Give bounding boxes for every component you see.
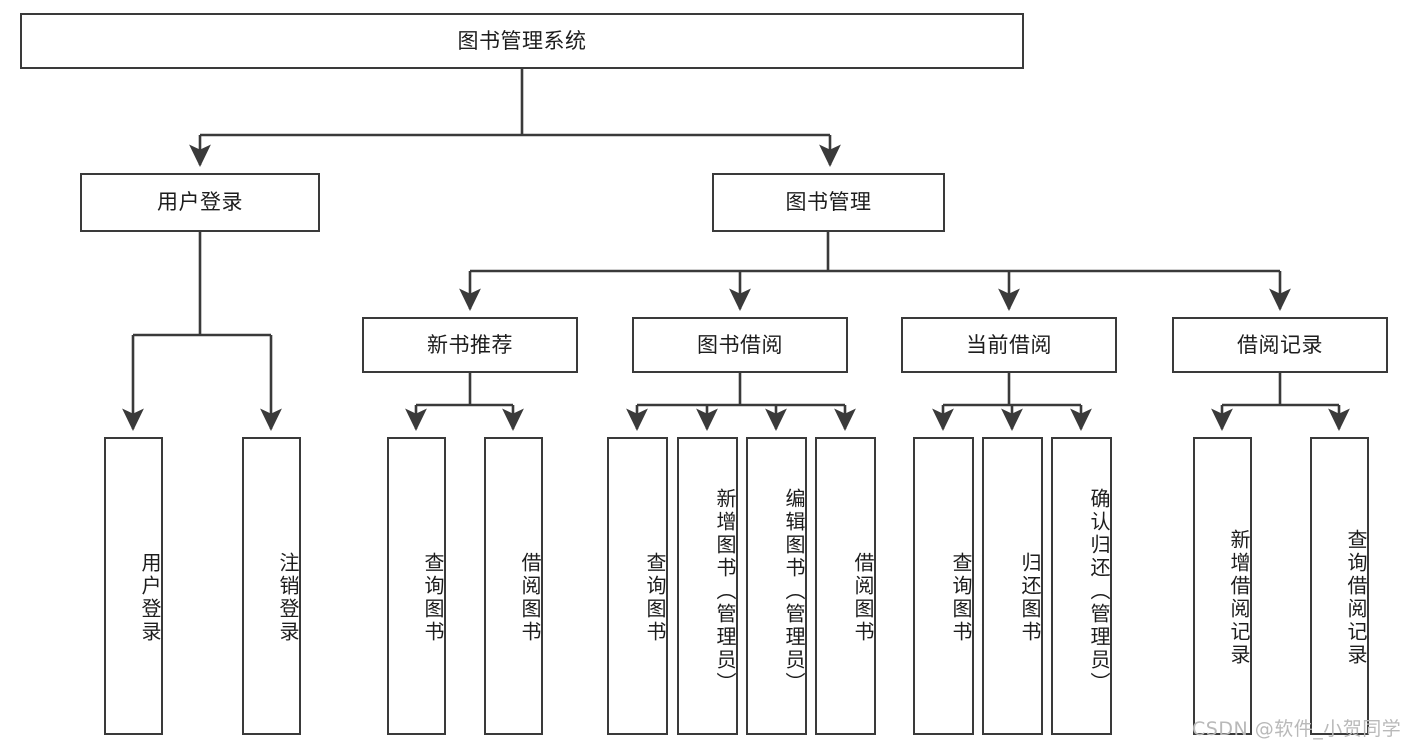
node-leaf-borrow-book-2-label: 借阅图书 xyxy=(851,552,875,644)
node-leaf-query-book-1-label: 查询图书 xyxy=(421,552,445,644)
node-borrow-record-label: 借阅记录 xyxy=(1237,332,1323,357)
node-leaf-confirm-return[interactable]: 确认归还（管理员） xyxy=(1051,437,1112,735)
node-leaf-query-record[interactable]: 查询借阅记录 xyxy=(1310,437,1369,735)
node-leaf-query-book-1[interactable]: 查询图书 xyxy=(387,437,446,735)
node-leaf-user-login[interactable]: 用户登录 xyxy=(104,437,163,735)
node-leaf-return-book[interactable]: 归还图书 xyxy=(982,437,1043,735)
node-user-login[interactable]: 用户登录 xyxy=(80,173,320,232)
node-leaf-edit-book-label: 编辑图书（管理员） xyxy=(782,487,806,695)
node-leaf-user-logout-label: 注销登录 xyxy=(276,552,300,644)
node-current-borrow-label: 当前借阅 xyxy=(966,332,1052,357)
node-leaf-query-book-2-label: 查询图书 xyxy=(643,552,667,644)
node-leaf-borrow-book-2[interactable]: 借阅图书 xyxy=(815,437,876,735)
node-leaf-borrow-book-1-label: 借阅图书 xyxy=(518,552,542,644)
node-leaf-user-logout[interactable]: 注销登录 xyxy=(242,437,301,735)
node-leaf-query-book-2[interactable]: 查询图书 xyxy=(607,437,668,735)
node-borrow-record[interactable]: 借阅记录 xyxy=(1172,317,1388,373)
node-leaf-query-record-label: 查询借阅记录 xyxy=(1344,529,1368,667)
node-book-borrow[interactable]: 图书借阅 xyxy=(632,317,848,373)
node-leaf-user-login-label: 用户登录 xyxy=(138,552,162,644)
node-book-borrow-label: 图书借阅 xyxy=(697,332,783,357)
csdn-watermark: CSDN @软件_小贺同学 xyxy=(1192,718,1402,740)
node-leaf-borrow-book-1[interactable]: 借阅图书 xyxy=(484,437,543,735)
node-book-manage[interactable]: 图书管理 xyxy=(712,173,945,232)
node-book-manage-label: 图书管理 xyxy=(785,190,872,215)
node-leaf-add-book-label: 新增图书（管理员） xyxy=(713,487,737,695)
node-new-book-recommend[interactable]: 新书推荐 xyxy=(362,317,578,373)
node-leaf-confirm-return-label: 确认归还（管理员） xyxy=(1087,487,1111,695)
node-root[interactable]: 图书管理系统 xyxy=(20,13,1024,69)
node-user-login-label: 用户登录 xyxy=(157,190,243,215)
node-leaf-query-book-3[interactable]: 查询图书 xyxy=(913,437,974,735)
node-root-label: 图书管理系统 xyxy=(457,28,587,53)
node-leaf-add-record-label: 新增借阅记录 xyxy=(1227,529,1251,667)
node-leaf-query-book-3-label: 查询图书 xyxy=(949,552,973,644)
node-leaf-edit-book[interactable]: 编辑图书（管理员） xyxy=(746,437,807,735)
node-leaf-return-book-label: 归还图书 xyxy=(1018,552,1042,644)
node-new-book-recommend-label: 新书推荐 xyxy=(427,332,513,357)
node-leaf-add-record[interactable]: 新增借阅记录 xyxy=(1193,437,1252,735)
node-leaf-add-book[interactable]: 新增图书（管理员） xyxy=(677,437,738,735)
node-current-borrow[interactable]: 当前借阅 xyxy=(901,317,1117,373)
